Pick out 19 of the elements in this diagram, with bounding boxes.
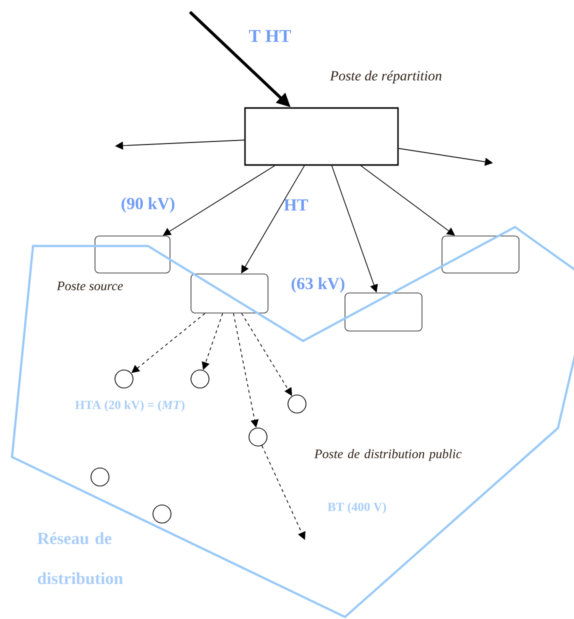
arrow [398, 148, 493, 166]
node-heading: Poste de répartition [330, 70, 442, 84]
node-caption: Poste de distribution public [314, 449, 462, 461]
voltage-label: (63 kV) [292, 277, 344, 293]
voltage-label: T HT [249, 30, 291, 42]
substation-circle [152, 504, 172, 524]
arrow [241, 313, 292, 396]
voltage-label: BT (400 V) [328, 502, 386, 514]
substation-circle [114, 370, 134, 388]
network-heading: Réseau de distribution [38, 532, 123, 584]
voltage-label: (90 kV) [122, 197, 174, 213]
voltage-label: Poste source [56, 282, 123, 290]
substation-circle [190, 370, 210, 388]
substation-circle [288, 394, 306, 414]
voltage-label: HT [284, 199, 308, 211]
arrow [262, 445, 306, 540]
voltage-label: HTA (20 kV) = (MT) [75, 400, 184, 412]
station-box [190, 274, 268, 314]
substation-circle [90, 468, 110, 486]
